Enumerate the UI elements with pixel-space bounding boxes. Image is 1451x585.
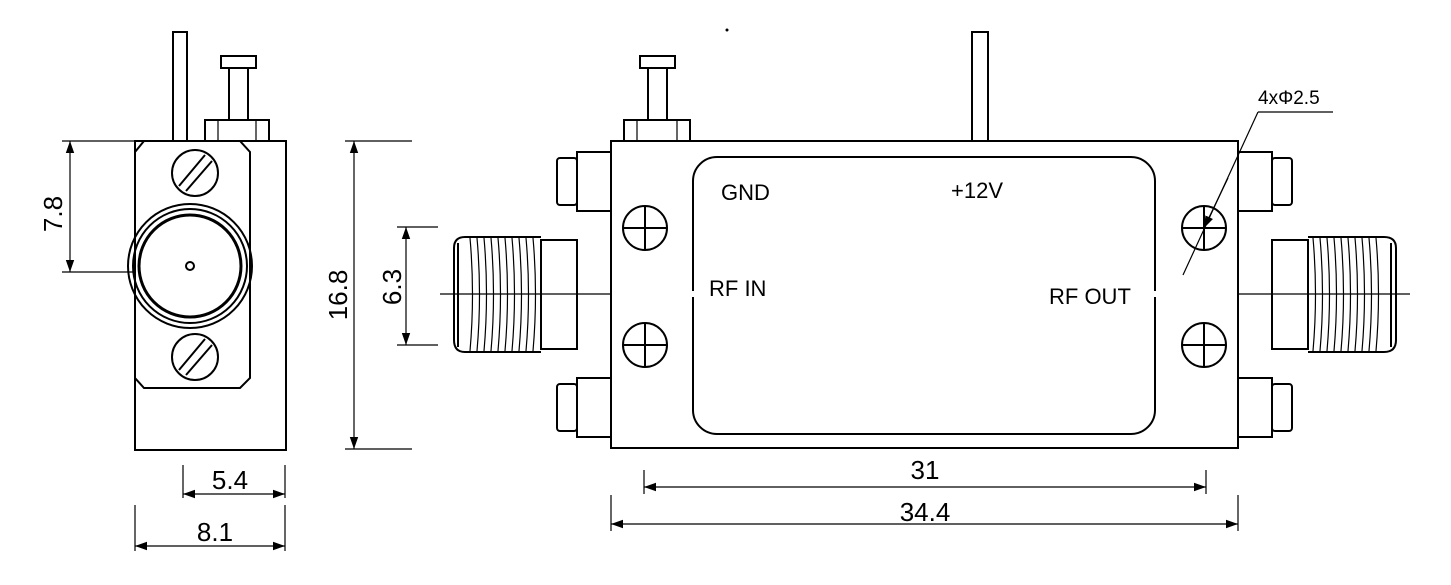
hole-callout: 4xΦ2.5	[1182, 88, 1333, 276]
main-wire	[971, 31, 989, 142]
dim-31-label: 31	[911, 455, 940, 485]
dim-8-1: 8.1	[134, 505, 286, 551]
dim-5-4-label: 5.4	[212, 465, 248, 495]
main-view: 4xΦ2.5 GND +12V RF IN RF OUT	[440, 28, 1410, 449]
side-view-screw-bottom	[171, 333, 219, 381]
side-view-pin-cap	[220, 55, 257, 69]
label-rf-out: RF OUT	[1049, 284, 1131, 309]
dim-7-8: 7.8	[38, 140, 135, 273]
side-view-screw-top	[171, 149, 219, 197]
dim-6-3-label: 6.3	[377, 269, 407, 305]
label-rf-in: RF IN	[709, 276, 766, 301]
main-pin-nut	[623, 119, 691, 142]
dim-31: 31	[643, 455, 1207, 494]
dim-16-8-label: 16.8	[323, 270, 353, 321]
mount-hole-top-left	[622, 205, 668, 251]
label-gnd: GND	[721, 180, 770, 205]
side-view-plate	[134, 140, 251, 389]
dim-34-4: 34.4	[610, 495, 1239, 531]
side-view-wire	[172, 31, 188, 142]
side-view-pin-stem	[228, 67, 249, 121]
dim-5-4: 5.4	[182, 465, 286, 499]
dim-6-3: 6.3	[377, 226, 438, 346]
mount-hole-bottom-right	[1181, 322, 1227, 368]
dim-34-4-label: 34.4	[900, 497, 951, 527]
label-power: +12V	[951, 178, 1003, 203]
side-view-body	[134, 140, 287, 451]
main-pin-stem	[647, 67, 668, 121]
side-view: 7.8 5.4 8.1	[38, 31, 287, 551]
main-pin-cap	[639, 55, 676, 69]
side-view-pin-nut	[204, 119, 270, 142]
dim-7-8-label: 7.8	[38, 196, 68, 232]
dim-16-8: 16.8	[323, 140, 412, 450]
hole-callout-label: 4xΦ2.5	[1258, 88, 1320, 109]
dim-8-1-label: 8.1	[197, 517, 233, 547]
side-view-connector	[127, 203, 253, 329]
mount-hole-bottom-left	[622, 322, 668, 368]
